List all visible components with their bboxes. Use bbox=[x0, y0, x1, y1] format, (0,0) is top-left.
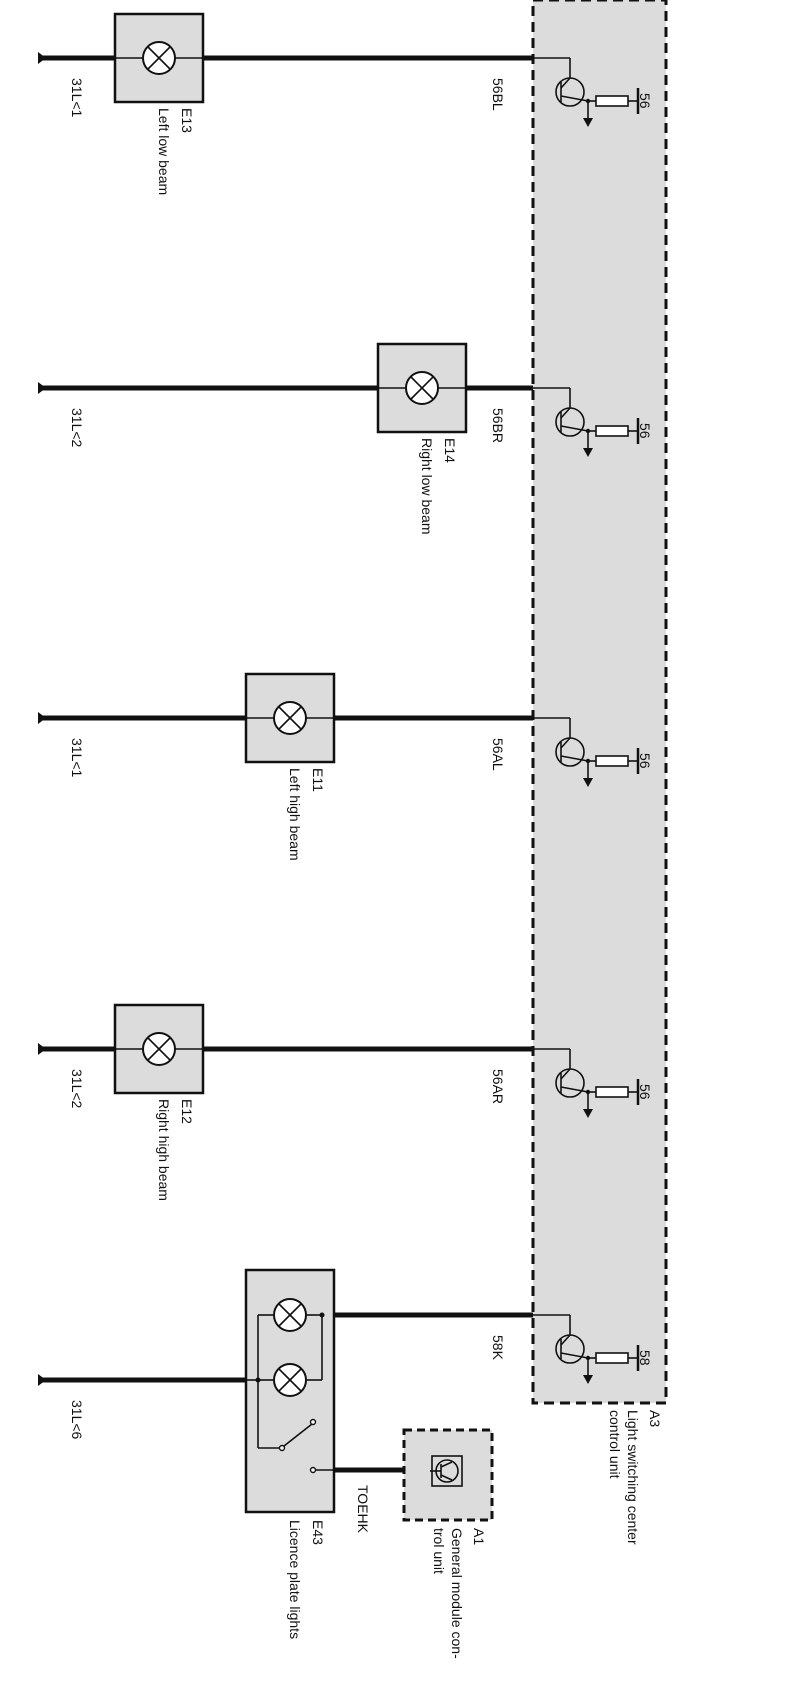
circuit-e13: 31L<1 E13 Left low beam 56BL 56 bbox=[38, 12, 653, 195]
a3-title-line1: Light switching center bbox=[625, 1410, 641, 1545]
a3-module-box bbox=[531, 0, 668, 1405]
circuit-e43: 31L<6 E43 Licence plate lights 58K 58 TO… bbox=[38, 1268, 653, 1639]
ground-label: 31L<1 bbox=[69, 738, 85, 778]
component-name: Left low beam bbox=[156, 108, 172, 195]
ground-label: 31L<1 bbox=[69, 78, 85, 118]
component-name: Right high beam bbox=[156, 1099, 172, 1201]
circuit-e14: 31L<2 E14 Right low beam 56BR 56 bbox=[38, 342, 653, 535]
component-id: E14 bbox=[442, 438, 458, 463]
transistor-icon bbox=[555, 1068, 640, 1118]
circuit-e11: 31L<1 E11 Left high beam 56AL 56 bbox=[38, 672, 653, 861]
ground-terminal-icon bbox=[38, 52, 46, 64]
pin-label: 56 bbox=[637, 423, 653, 439]
lamp-icon bbox=[273, 1298, 307, 1332]
a1-title-line2: trol unit bbox=[431, 1528, 447, 1574]
a3-title-line2: control unit bbox=[607, 1410, 623, 1479]
a1-id: A1 bbox=[471, 1528, 487, 1545]
component-name: Right low beam bbox=[419, 438, 435, 535]
ground-label: 31L<2 bbox=[69, 1069, 85, 1109]
component-id: E43 bbox=[310, 1520, 326, 1545]
ground-terminal-icon bbox=[38, 712, 46, 724]
transistor-icon bbox=[555, 407, 640, 457]
component-id: E13 bbox=[179, 108, 195, 133]
pin-label: 58 bbox=[637, 1350, 653, 1366]
a1-title-line1: General module con- bbox=[449, 1528, 465, 1659]
lamp-icon bbox=[405, 371, 439, 405]
component-name: Left high beam bbox=[287, 768, 303, 861]
transistor-icon bbox=[555, 737, 640, 787]
lamp-icon bbox=[273, 701, 307, 735]
lamp-icon bbox=[142, 1032, 176, 1066]
component-id: E11 bbox=[310, 768, 326, 792]
transistor-icon bbox=[430, 1455, 463, 1487]
pin-label: 56 bbox=[637, 93, 653, 109]
circuit-e12: 31L<2 E12 Right high beam 56AR 56 bbox=[38, 1003, 653, 1201]
pin-label: 56 bbox=[637, 753, 653, 769]
transistor-icon bbox=[555, 1334, 640, 1384]
component-name: Licence plate lights bbox=[287, 1520, 303, 1639]
wire-label: 56AR bbox=[490, 1069, 506, 1104]
lamp-icon bbox=[273, 1363, 307, 1397]
lamp-icon bbox=[142, 41, 176, 75]
ground-terminal-icon bbox=[38, 1043, 46, 1055]
wire-label: 58K bbox=[490, 1335, 506, 1361]
component-id: E12 bbox=[179, 1099, 195, 1124]
ground-terminal-icon bbox=[38, 382, 46, 394]
ground-label: 31L<6 bbox=[69, 1400, 85, 1440]
a1-module: A1 General module con- trol unit bbox=[402, 1428, 494, 1659]
ground-label: 31L<2 bbox=[69, 408, 85, 448]
wire-label: 56BR bbox=[490, 408, 506, 443]
wire-label: 56BL bbox=[490, 78, 506, 111]
wire-label: 56AL bbox=[490, 738, 506, 771]
a3-id: A3 bbox=[647, 1410, 663, 1427]
pin-label: 56 bbox=[637, 1084, 653, 1100]
signal-label: TOEHK bbox=[355, 1485, 371, 1534]
a1-module-box bbox=[402, 1428, 494, 1522]
transistor-icon bbox=[555, 77, 640, 127]
